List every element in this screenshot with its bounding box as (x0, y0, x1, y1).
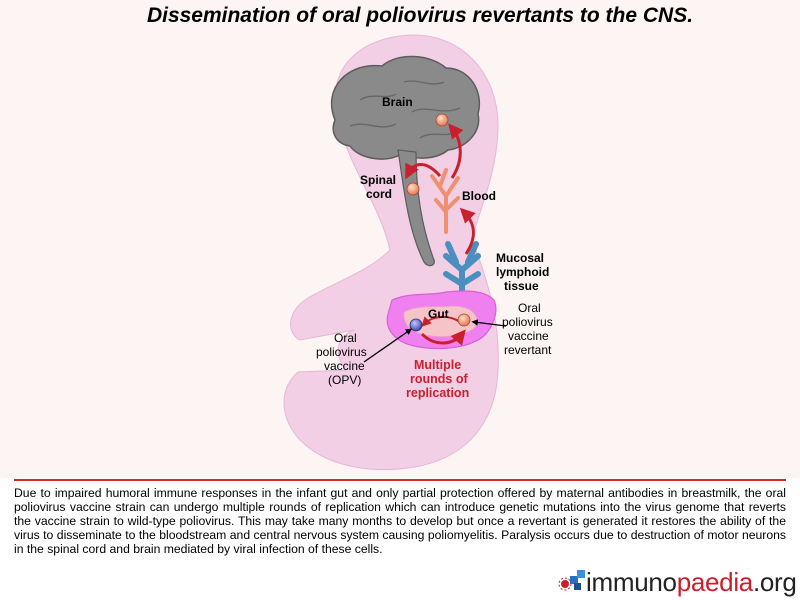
label-spinal-line2: cord (366, 187, 392, 201)
virus-particle-brain (435, 113, 449, 127)
label-opv-line1: Oral (334, 331, 357, 345)
label-brain: Brain (382, 95, 413, 109)
label-multiple-line2: rounds of (410, 372, 468, 386)
label-multiple-line1: Multiple (414, 358, 461, 372)
label-mucosal-line3: tissue (504, 279, 539, 293)
virus-particle-opv (409, 318, 423, 332)
immunopaedia-logo[interactable]: immunopaedia.org (558, 566, 798, 598)
label-spinal-line1: Spinal (360, 173, 396, 187)
label-mucosal-line1: Mucosal (496, 251, 544, 265)
label-revertant-line4: revertant (504, 343, 552, 357)
label-opv-line4: (OPV) (328, 373, 361, 387)
virus-particle-spinal-cord (406, 182, 420, 196)
divider-line (14, 479, 786, 481)
blood-vessels (430, 168, 460, 234)
label-revertant-line3: vaccine (508, 329, 549, 343)
label-blood: Blood (462, 189, 496, 203)
label-revertant-line1: Oral (518, 301, 541, 315)
logo-cubes-icon (558, 570, 585, 591)
label-mucosal-line2: lymphoid (496, 265, 549, 279)
virus-particle-revertant (457, 313, 471, 327)
label-gut: Gut (428, 307, 449, 321)
description-text: Due to impaired humoral immune responses… (14, 486, 786, 556)
label-opv-line2: poliovirus (316, 345, 367, 359)
logo-text: immunopaedia.org (586, 566, 797, 598)
label-opv-line3: vaccine (324, 359, 365, 373)
dissemination-diagram: Brain Spinal cord Blood Mucosal lymphoid… (283, 34, 553, 471)
label-revertant-line2: poliovirus (502, 315, 553, 329)
page-title: Dissemination of oral poliovirus reverta… (146, 4, 694, 27)
logo-text-immuno: immuno (586, 567, 677, 597)
label-multiple-line3: replication (406, 386, 469, 400)
logo-text-paedia: paedia (676, 567, 754, 597)
logo-text-org: .org (752, 567, 797, 597)
